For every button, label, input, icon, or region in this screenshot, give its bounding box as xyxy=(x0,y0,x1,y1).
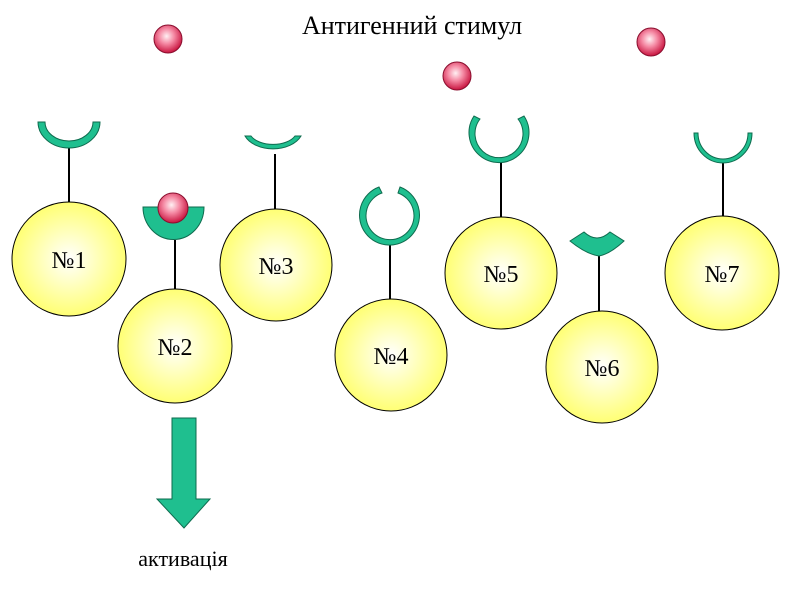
activation-label: активація xyxy=(138,546,227,571)
cell-4-label: №4 xyxy=(374,344,409,370)
cell-1-receptor xyxy=(37,121,101,149)
antigen-free-1 xyxy=(153,24,183,54)
cell-6-receptor xyxy=(569,231,625,257)
antigen-free-2 xyxy=(442,61,472,91)
cell-7-body xyxy=(664,215,780,331)
cell-7-receptor xyxy=(693,132,753,164)
cell-4-body xyxy=(334,298,448,412)
cell-4-group: №4 xyxy=(334,186,448,412)
cell-1-body xyxy=(11,201,127,317)
cell-5-group: №5 xyxy=(444,115,558,330)
cell-6-group: №6 xyxy=(545,231,659,424)
cell-6-body xyxy=(545,310,659,424)
cell-3-body xyxy=(219,208,333,322)
cell-5-body xyxy=(444,216,558,330)
cell-4-receptor xyxy=(359,186,420,246)
cell-5-receptor xyxy=(468,115,530,164)
cell-1-label: №1 xyxy=(52,248,87,274)
cell-7-label: №7 xyxy=(705,262,740,288)
cell-5-label: №5 xyxy=(484,262,519,288)
antigen-free-3 xyxy=(636,27,666,57)
antigen-bound xyxy=(157,192,189,224)
cell-2-group: №2 xyxy=(117,192,233,404)
cell-7-group: №7 xyxy=(664,132,780,331)
cell-2-label: №2 xyxy=(158,335,193,361)
cell-1-group: №1 xyxy=(11,121,127,317)
cell-3-receptor xyxy=(244,135,302,150)
cell-3-group: №3 xyxy=(219,135,333,322)
cell-6-label: №6 xyxy=(585,356,620,382)
activation-arrow xyxy=(155,417,212,529)
cell-3-label: №3 xyxy=(259,254,294,280)
diagram-title: Антигенний стимул xyxy=(302,11,522,40)
cell-2-body xyxy=(117,288,233,404)
